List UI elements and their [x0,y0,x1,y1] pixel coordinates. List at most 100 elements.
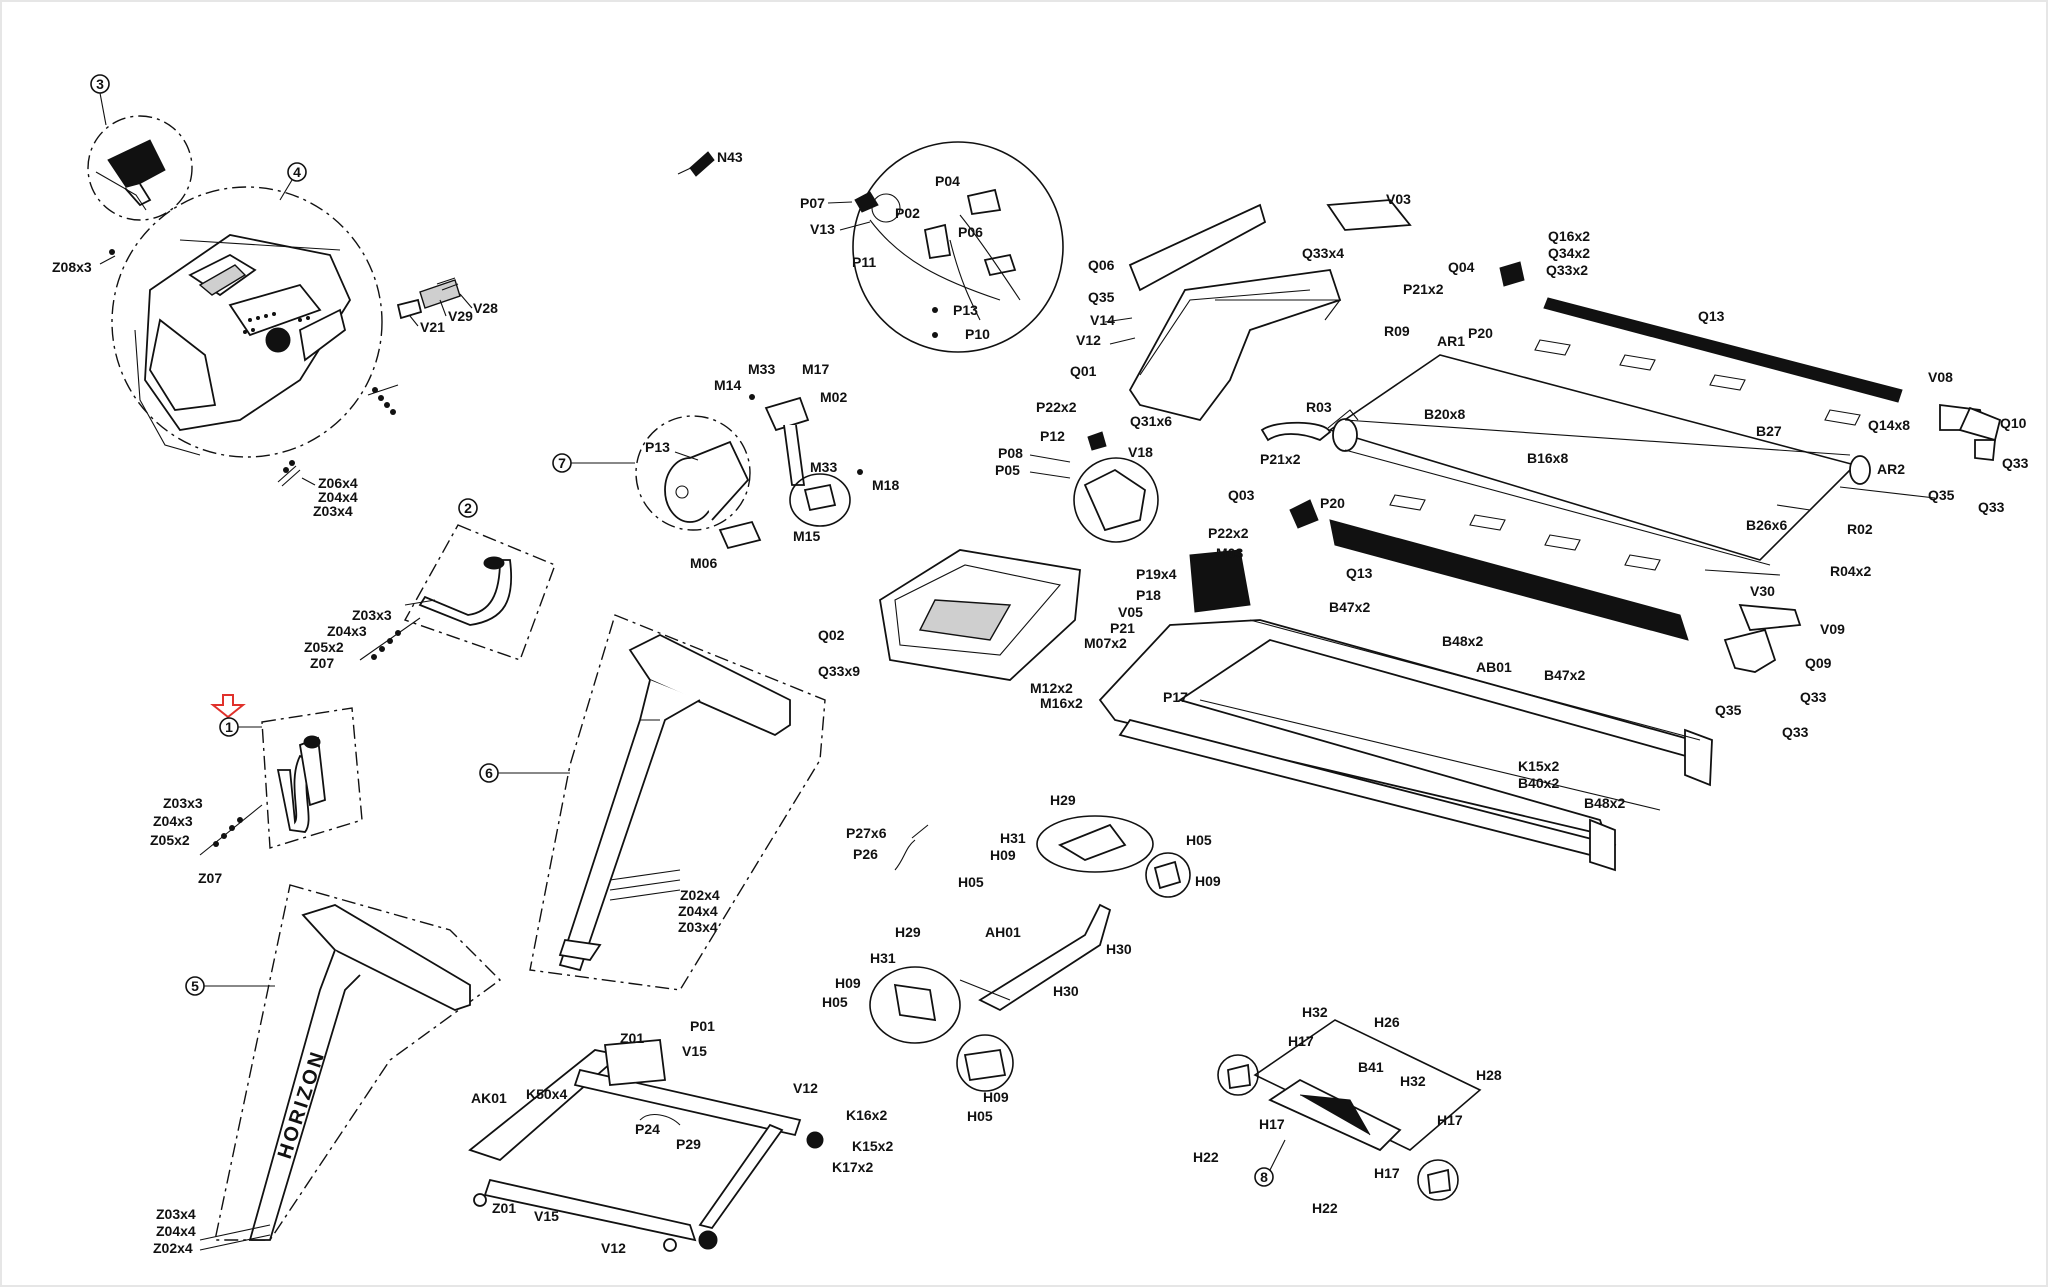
screws-upright-5: Z03x4 Z04x4 Z02x4 [153,1206,271,1256]
hood-group: Q06 Q35 V14 V12 Q01 Q31x6 Q33x4 V03 [1070,191,1412,429]
label-p20: P20 [1468,325,1493,341]
assembly-callout-1: 1 [219,717,262,737]
label-q33x9: Q33x9 [818,663,860,679]
label-h17-right: H17 [1437,1112,1463,1128]
label-z04x3: Z04x3 [327,623,367,639]
label-h09-lower: H09 [983,1089,1009,1105]
label-v05: V05 [1118,604,1143,620]
label-z05x2-left: Z05x2 [150,832,190,848]
motor-group: 7 P13 M06 M33 M17 M14 M02 M33 M18 M15 [552,361,899,571]
label-b47x2: B47x2 [1329,599,1370,615]
label-m07x2: M07x2 [1084,635,1127,651]
label-k16x2: K16x2 [846,1107,887,1123]
assembly-8-group: 8 H32 H26 H17 B41 H28 H32 H17 H17 H22 H1… [1193,1004,1502,1216]
assembly-callout-4: 4 [279,162,307,201]
assembly-callout-3: 3 [90,74,110,126]
label-h05-left: H05 [822,994,848,1010]
deck-group: Q16x2 Q34x2 Q33x2 Q04 P21x2 R09 AR1 P20 … [1228,228,2029,673]
label-n43: N43 [717,149,743,165]
label-b27: B27 [1756,423,1782,439]
label-m17: M17 [802,361,829,377]
label-m02: M02 [820,389,847,405]
label-z03x3: Z03x3 [352,607,392,623]
label-q33x4: Q33x4 [1302,245,1344,261]
label-h22: H22 [1193,1149,1219,1165]
console-fan-part [87,115,193,221]
label-p10: P10 [965,326,990,342]
label-q02: Q02 [818,627,845,643]
label-v18: V18 [1128,444,1153,460]
incline-motor: M33 M17 M14 M02 M33 M18 M15 [714,361,899,544]
label-h29-lower: H29 [895,924,921,940]
assembly-number-4: 4 [293,164,301,180]
label-v12-hood: V12 [1076,332,1101,348]
label-q01: Q01 [1070,363,1097,379]
label-v15: V15 [682,1043,707,1059]
key-parts-v21-v29-v28: V21 V29 V28 [396,277,498,335]
label-ar2: AR2 [1877,461,1905,477]
label-v03: V03 [1386,191,1411,207]
label-p06: P06 [958,224,983,240]
label-b26x6: B26x6 [1746,517,1787,533]
label-p20-lower: P20 [1320,495,1345,511]
label-q33-right-lower: Q33 [1978,499,2005,515]
label-q35-right: Q35 [1928,487,1955,503]
label-p13-electrical: P13 [953,302,978,318]
label-m18: M18 [872,477,899,493]
assembly-number-1: 1 [225,719,233,735]
base-frame-group: P01 Z01 V15 AK01 K50x4 V12 P24 P29 K16x2… [468,1018,893,1256]
incline-linkage-group: P27x6 P26 H29 H31 H09 H05 H05 H09 H29 AH… [822,792,1221,1124]
label-p21x2: P21x2 [1403,281,1444,297]
screws-z06-z04-z03: Z06x4 Z04x4 Z03x4 [277,460,358,519]
label-q13: Q13 [1698,308,1725,324]
screws-upright: Z02x4 Z04x4 Z03x4 [609,869,720,935]
label-q35-frame: Q35 [1715,702,1742,718]
label-v08: V08 [1928,369,1953,385]
screws-z03-z04-z05-z07-h: Z03x3 Z04x3 Z05x2 Z07 [304,607,421,671]
label-r02: R02 [1847,521,1873,537]
electrical-group: P07 V13 P11 P04 P02 P06 P13 P10 [800,141,1064,353]
label-b40x2: B40x2 [1518,775,1559,791]
label-p02: P02 [895,205,920,221]
label-p29: P29 [676,1136,701,1152]
label-p24: P24 [635,1121,660,1137]
label-z04x4-lower: Z04x4 [156,1223,196,1239]
label-h05-lower: H05 [967,1108,993,1124]
label-z04x4-upright: Z04x4 [678,903,718,919]
red-down-arrow-icon [210,694,246,719]
label-p12: P12 [1040,428,1065,444]
label-z05x2: Z05x2 [304,639,344,655]
label-p05: P05 [995,462,1020,478]
assembly-callout-2: 2 [458,498,478,518]
label-h09-right: H09 [1195,873,1221,889]
label-z07-left: Z07 [198,870,222,886]
loose-screws [367,384,399,415]
label-m16x2: M16x2 [1040,695,1083,711]
label-v14: V14 [1090,312,1115,328]
console-group: 3 4 [52,74,743,519]
assembly-number-6: 6 [485,765,493,781]
assembly-callout-7: 7 [552,453,635,473]
label-ab01: AB01 [1476,659,1512,675]
label-m06: M06 [690,555,717,571]
label-z02x4: Z02x4 [680,887,720,903]
label-v30: V30 [1750,583,1775,599]
label-k50x4: K50x4 [526,1086,567,1102]
label-z01: Z01 [620,1030,644,1046]
label-p22x2: P22x2 [1036,399,1077,415]
label-z01-lower: Z01 [492,1200,516,1216]
label-h29: H29 [1050,792,1076,808]
label-b48x2: B48x2 [1442,633,1483,649]
label-v13: V13 [810,221,835,237]
label-v12-lower: V12 [601,1240,626,1256]
label-v09: V09 [1820,621,1845,637]
assembly-number-7: 7 [558,455,566,471]
label-h09-left: H09 [835,975,861,991]
label-z04x4: Z04x4 [318,489,358,505]
label-m03: M03 [1216,545,1243,561]
label-b20x8: B20x8 [1424,406,1465,422]
label-p19x4: P19x4 [1136,566,1177,582]
label-p21: P21 [1110,620,1135,636]
